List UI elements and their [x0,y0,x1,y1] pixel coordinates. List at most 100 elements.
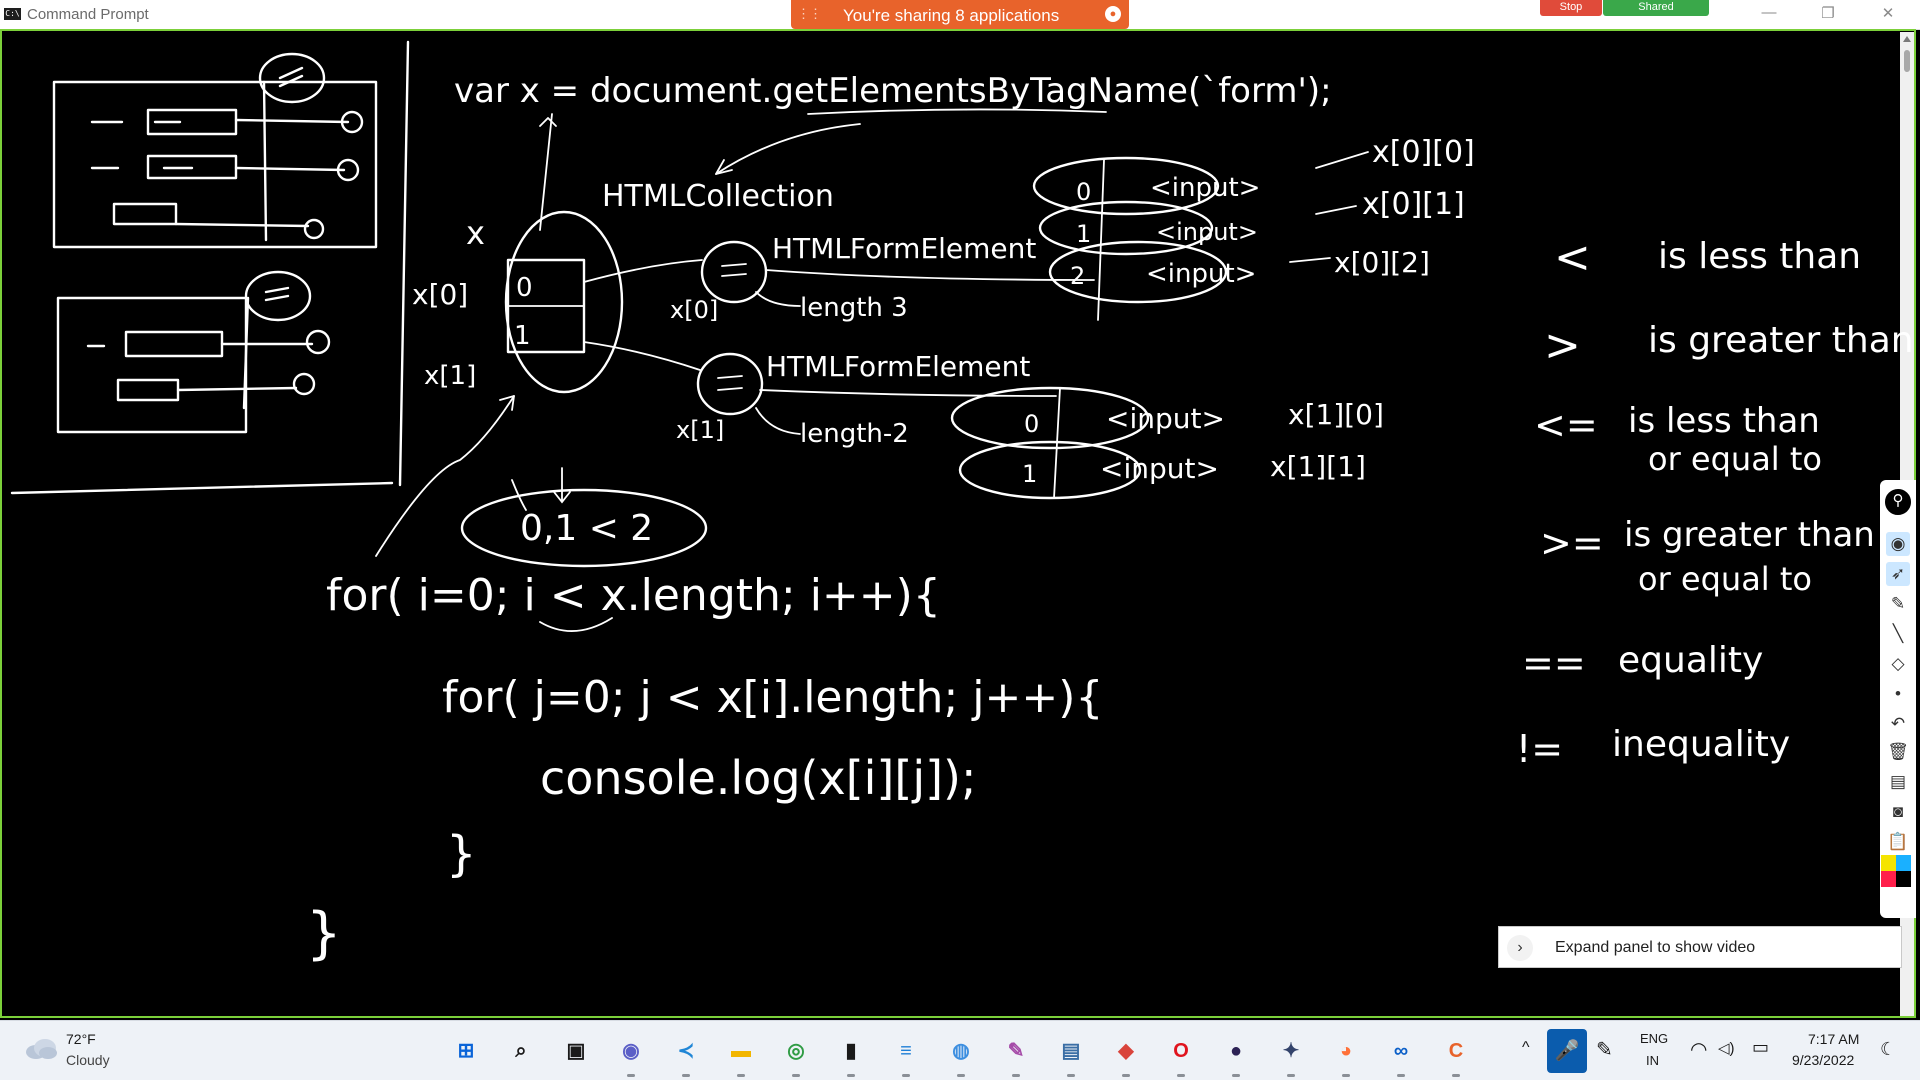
paint-icon[interactable]: ✎ [998,1033,1034,1077]
operator-gte-meaning-2: or equal to [1638,560,1812,598]
running-indicator [1067,1074,1075,1077]
expand-panel-label: Expand panel to show video [1555,939,1756,956]
close-button[interactable]: ✕ [1881,5,1895,22]
running-indicator [902,1074,910,1077]
clock-time[interactable]: 7:17 AM [1808,1031,1860,1047]
command-prompt-icon: C:\ [4,8,21,20]
x0-small-label: x[0] [670,296,718,324]
camera-icon[interactable]: ◙ [1892,802,1904,821]
app-red-icon[interactable]: ◆ [1108,1033,1144,1077]
form1-index-1: 1 [1022,460,1037,488]
running-indicator [737,1074,745,1077]
teams-chat-icon[interactable]: ◉ [613,1033,649,1077]
terminal-icon[interactable]: ▮ [833,1033,869,1077]
running-indicator [847,1074,855,1077]
operator-gt-meaning: is greater than [1648,320,1914,361]
webex-icon[interactable]: ∞ [1383,1033,1419,1077]
drag-handle-icon[interactable]: ⋮⋮ [797,6,822,21]
operator-lte-symbol: <= [1534,403,1598,447]
language-bottom[interactable]: IN [1646,1053,1659,1068]
notepad-icon[interactable]: ≡ [888,1033,924,1077]
cloud-weather-icon[interactable] [24,1038,58,1060]
volume-icon[interactable]: ◁) [1718,1040,1735,1057]
eye-icon[interactable]: ◉ [1886,532,1910,556]
globe-icon[interactable]: ◍ [943,1033,979,1077]
vscode-icon[interactable]: ≺ [668,1033,704,1077]
operator-eq-meaning: equality [1618,640,1763,681]
inner-for-loop: for( j=0; j < x[i].length; j++){ [442,672,1103,723]
firefox-icon[interactable]: ◕ [1328,1033,1364,1077]
eclipse-icon[interactable]: ● [1218,1033,1254,1077]
cursor-icon[interactable]: ➶ [1886,562,1910,586]
anaconda-icon[interactable]: ✦ [1273,1033,1309,1077]
dot-icon[interactable]: • [1895,684,1901,703]
mysql-icon[interactable]: ▤ [1053,1033,1089,1077]
weather-temperature[interactable]: 72°F [66,1031,96,1047]
form0-inputs-diagram: 0 1 2 <input> <input> <input> x[0][0] x[… [765,135,1475,321]
running-indicator [1452,1074,1460,1077]
task-view-icon[interactable]: ▣ [566,1040,586,1062]
weather-condition[interactable]: Cloudy [66,1052,110,1068]
opera-icon[interactable]: O [1163,1033,1199,1077]
form0-index-2: 2 [1070,262,1085,290]
show-hidden-icons-chevron[interactable]: ^ [1522,1039,1530,1056]
clock-date[interactable]: 9/23/2022 [1792,1052,1855,1068]
pen-icon[interactable]: ✎ [1890,594,1906,613]
form0-input-1: <input> [1156,218,1258,246]
share-status-text: You're sharing 8 applications [843,6,1060,25]
color-black[interactable] [1896,871,1911,887]
trash-icon[interactable]: 🗑 [1887,742,1909,761]
notification-icon[interactable]: ☾ [1880,1039,1897,1059]
minimize-button[interactable]: — [1761,4,1777,21]
operator-neq-meaning: inequality [1612,724,1790,765]
x1-small-label: x[1] [676,416,724,444]
stop-share-button[interactable]: Stop [1540,0,1602,16]
color-palette[interactable] [1881,855,1911,887]
file-explorer-icon[interactable]: ▬ [723,1033,759,1077]
c-app-icon[interactable]: C [1438,1033,1474,1077]
undo-icon[interactable]: ↶ [1890,714,1906,733]
pen-menu-icon[interactable]: ✎ [1596,1039,1613,1061]
color-yellow[interactable] [1881,855,1896,871]
scroll-up-arrow-icon[interactable] [1903,36,1911,42]
running-indicator [1397,1074,1405,1077]
html-form-element-1-label: HTMLFormElement [772,232,1036,265]
wifi-icon[interactable]: ◠ [1690,1039,1708,1061]
outer-for-loop: for( i=0; i < x.length; i++){ [326,570,941,621]
chrome-icon[interactable]: ◎ [778,1033,814,1077]
search-icon[interactable]: ⌕ [515,1040,527,1062]
x1-label: x[1] [424,361,476,391]
microphone-icon[interactable]: 🎤 [1547,1029,1587,1073]
scroll-thumb[interactable] [1904,50,1910,72]
array-index-0: 0 [516,273,533,303]
eraser-icon[interactable]: ◇ [1891,654,1905,673]
start-icon[interactable]: ⊞ [457,1040,475,1062]
battery-icon[interactable]: ▭ [1752,1037,1770,1057]
form1-inputs-diagram: 0 1 <input> <input> x[1][0] x[1][1] [759,386,1384,500]
clipboard-icon[interactable]: 📋 [1887,832,1909,851]
maximize-button[interactable]: ❐ [1821,5,1835,22]
form0-index-0: 0 [1076,178,1091,206]
operator-lte-meaning-2: or equal to [1648,440,1822,478]
html-form-element-2-label: HTMLFormElement [766,350,1030,383]
outer-loop-close-brace: } [306,901,342,966]
color-red[interactable] [1881,871,1896,887]
x02-label: x[0][2] [1334,246,1430,279]
stop-sharing-icon[interactable]: ● [1105,6,1121,22]
expand-video-panel[interactable]: › Expand panel to show video [1498,926,1902,968]
shared-status-button[interactable]: Shared [1603,0,1709,16]
operator-gt-symbol: > [1544,320,1581,371]
chevron-right-icon[interactable]: › [1507,935,1533,961]
language-top[interactable]: ENG [1640,1031,1669,1046]
html-collection-label: HTMLCollection [602,179,834,214]
highlighter-icon[interactable]: ╲ [1892,624,1904,643]
whiteboard-icon[interactable]: ▤ [1889,772,1907,791]
color-blue[interactable] [1896,855,1911,871]
running-indicator [682,1074,690,1077]
running-indicator [1342,1074,1350,1077]
length-2-label: length-2 [800,419,909,449]
x0-label: x[0] [412,278,468,311]
pin-icon[interactable]: ⚲ [1883,487,1913,517]
